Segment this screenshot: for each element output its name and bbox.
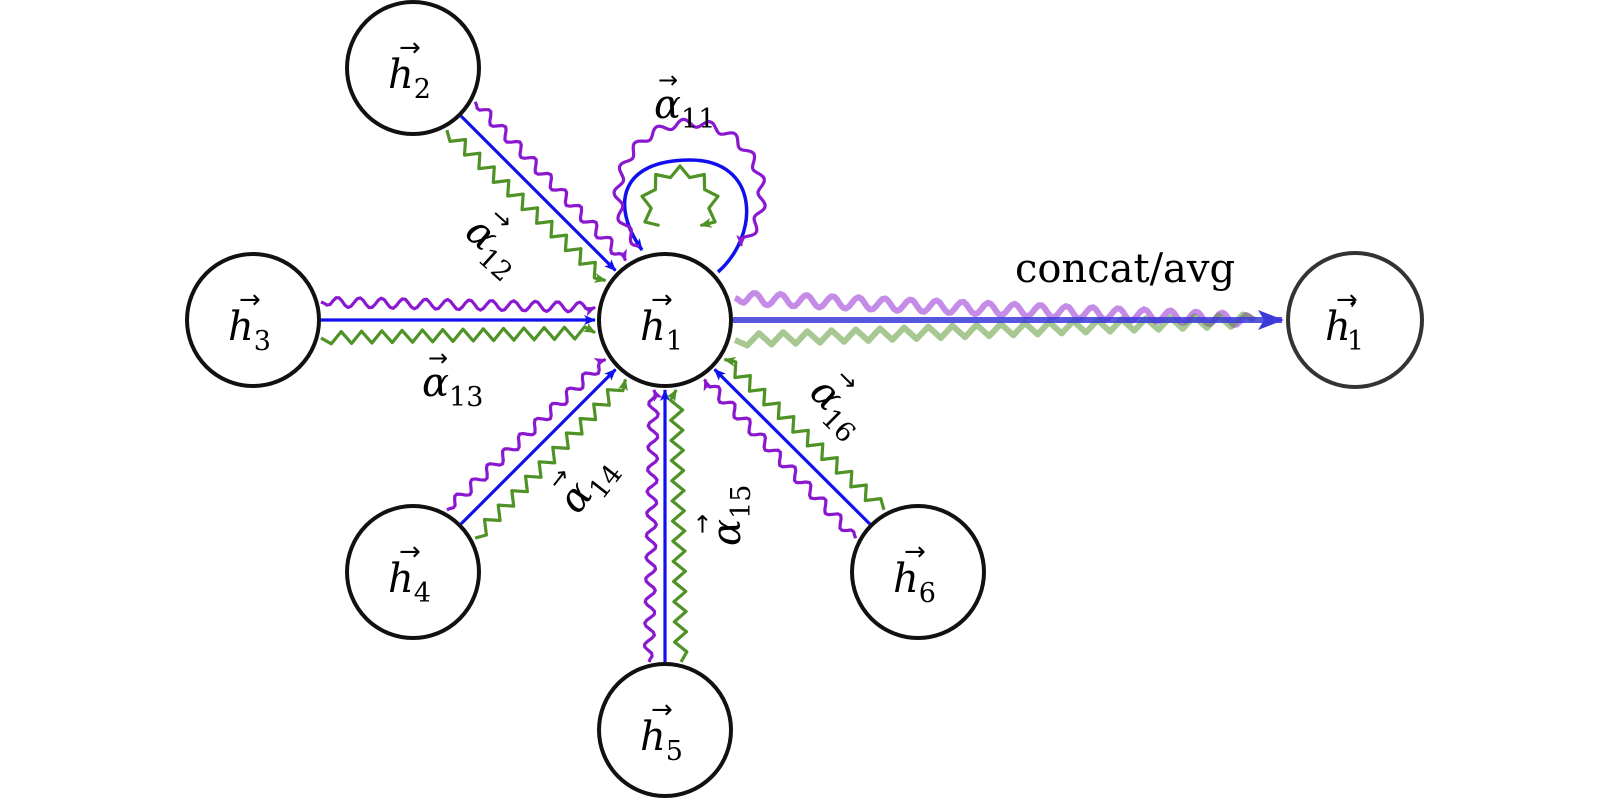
node-h5: h5 → — [597, 662, 733, 798]
edge-h4-h1-green — [474, 378, 628, 540]
svg-text:α14: α14 — [549, 445, 629, 526]
svg-text:α11: α11 — [654, 82, 715, 135]
node-h1: h1 → — [597, 252, 733, 388]
vector-arrow-icon: → — [658, 66, 678, 94]
edge-h4-h1-blue — [459, 368, 617, 526]
node-h5-label: h5 — [640, 714, 683, 767]
edge-h2-h1-purple — [473, 101, 627, 262]
edge-h2-h1-green — [445, 129, 607, 283]
node-h2-label: h2 — [388, 52, 431, 105]
alpha-11-label: → α11 — [654, 66, 715, 135]
vector-arrow-icon: → — [399, 537, 421, 567]
vector-arrow-icon: → — [428, 344, 448, 372]
node-h2: h2 → — [345, 0, 481, 136]
self-attention-loop — [612, 117, 767, 274]
edge-h4-h1-purple — [446, 358, 607, 512]
vector-arrow-icon: → — [239, 285, 261, 315]
vector-arrow-icon: → — [1336, 285, 1358, 315]
node-h1-prime: h′1 → — [1286, 251, 1424, 389]
vector-arrow-icon: → — [651, 285, 673, 315]
attention-edges — [320, 101, 886, 663]
svg-text:α13: α13 — [422, 360, 483, 413]
node-h3: h3 → — [185, 252, 321, 388]
vector-arrow-icon: → — [688, 514, 716, 534]
svg-text:α15: α15 — [704, 485, 757, 546]
edge-h6-h1-blue — [713, 368, 871, 526]
self-loop-blue — [622, 158, 749, 274]
graph-nodes: h1 → h2 → h3 → h4 → h5 → h6 → — [185, 0, 1424, 798]
svg-text:α12: α12 — [452, 208, 533, 288]
alpha-15-label: → α15 — [688, 485, 757, 546]
edge-h3-h1-purple — [320, 296, 596, 317]
aggregation-label: concat/avg — [1015, 246, 1235, 292]
edge-h6-h1-green — [723, 356, 886, 511]
edge-h3-h1-green — [320, 322, 596, 346]
node-h4-label: h4 — [388, 556, 431, 609]
vector-arrow-icon: → — [651, 695, 673, 725]
vector-arrow-icon: → — [904, 537, 926, 567]
edge-h6-h1-purple — [703, 378, 858, 539]
edge-h5-h1-green — [666, 389, 689, 663]
alpha-13-label: → α13 — [422, 344, 483, 413]
edge-h2-h1-blue — [459, 114, 617, 272]
node-h1-label: h1 — [640, 304, 683, 357]
self-loop-green — [640, 164, 720, 228]
alpha-14-label: → α14 — [542, 445, 629, 526]
node-h1-prime-label: h′1 — [1325, 298, 1364, 357]
node-h6-label: h6 — [893, 556, 936, 609]
edge-h5-h1-purple — [643, 389, 663, 663]
node-h3-label: h3 — [228, 304, 271, 357]
aggregation-edge — [733, 290, 1284, 349]
self-loop-purple — [612, 117, 767, 248]
node-h4: h4 → — [345, 504, 481, 640]
node-h6: h6 → — [850, 504, 986, 640]
alpha-16-label: → α16 — [801, 363, 865, 450]
output-edge-purple — [733, 290, 1257, 328]
vector-arrow-icon: → — [399, 33, 421, 63]
